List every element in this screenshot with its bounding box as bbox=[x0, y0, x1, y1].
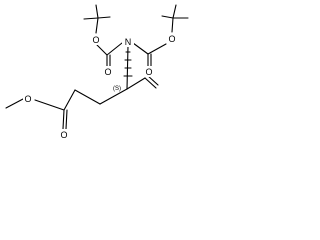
tbu2-methyl-left bbox=[161, 15, 174, 19]
atom-o-boc1-carbonyl-text: O bbox=[104, 67, 111, 77]
molecule-structure: O O O O N O O (S) bbox=[5, 4, 189, 140]
tbu1-methyl-left bbox=[83, 17, 99, 20]
ester-carbonyl-double-a bbox=[62, 109, 65, 130]
atom-o-boc2-ether-text: O bbox=[168, 34, 175, 44]
atom-o-boc1-ether-text: O bbox=[92, 35, 99, 45]
tbu2-methyl-up bbox=[172, 4, 177, 19]
atom-n-center: N bbox=[122, 36, 134, 47]
atom-o-boc1-carbonyl: O bbox=[103, 66, 114, 77]
atom-labels: O O O O N O O (S) bbox=[23, 33, 178, 140]
stereocenter-to-vinyl bbox=[126, 77, 146, 90]
chain-bond-2 bbox=[74, 89, 101, 105]
atom-o-boc2-ether: O bbox=[167, 33, 178, 44]
atom-o-boc1-ether: O bbox=[91, 34, 102, 45]
chain-bond-3 bbox=[63, 89, 76, 111]
atom-n-center-text: N bbox=[125, 37, 132, 47]
atom-o-ester-carbonyl-text: O bbox=[60, 130, 67, 140]
stereo-descriptor: (S) bbox=[113, 86, 121, 92]
tbu1-to-oxygen bbox=[95, 17, 99, 34]
ester-carbonyl-to-oxygen bbox=[34, 99, 65, 111]
atom-o-boc2-carbonyl: O bbox=[144, 66, 155, 77]
tbu1-methyl-up bbox=[95, 4, 99, 19]
ester-oxygen-to-methyl bbox=[5, 98, 24, 109]
vinyl-double-a bbox=[144, 77, 157, 89]
boc2-oxygen-to-carbonyl bbox=[147, 43, 167, 55]
tbu2-to-oxygen bbox=[171, 17, 174, 33]
atom-o-boc2-carbonyl-text: O bbox=[145, 67, 152, 77]
tbu1-methyl-right bbox=[97, 16, 111, 19]
atom-o-ester-carbonyl: O bbox=[59, 129, 70, 140]
chain-bond-1 bbox=[99, 88, 128, 105]
stereo-descriptor-text: (S) bbox=[113, 86, 121, 92]
boc2-carbonyl-to-n bbox=[132, 42, 149, 55]
boc1-carbonyl-to-n bbox=[106, 42, 123, 56]
atom-o-ester-ether: O bbox=[23, 93, 34, 104]
boc1-oxygen-to-carbonyl bbox=[96, 44, 108, 56]
ester-carbonyl-double-b bbox=[65, 109, 68, 130]
atom-o-ester-ether-text: O bbox=[24, 94, 31, 104]
bond-set bbox=[5, 4, 189, 130]
